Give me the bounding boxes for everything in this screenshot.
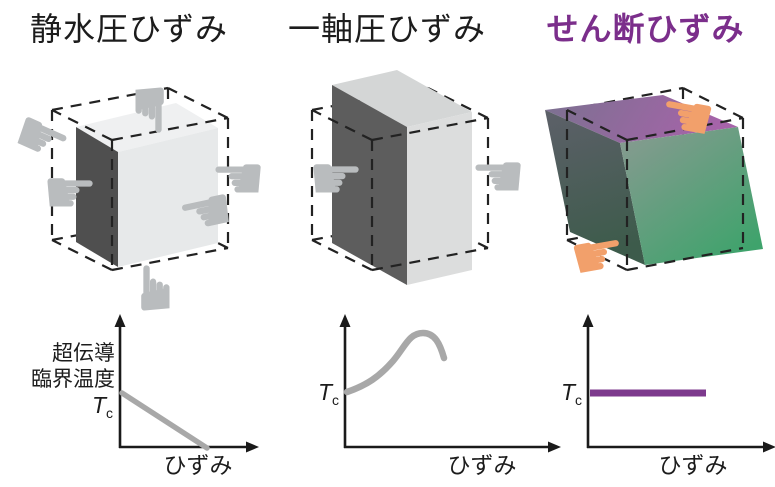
tc-tick-label: Tc [561,379,582,408]
box-top-face [332,70,472,127]
dashed-reference-cube-front [310,109,490,272]
y-axis-arrow [339,314,351,327]
chart-shear: Tc ひずみ [561,314,775,478]
tc-symbol: T [92,392,108,418]
cube-left-face [76,127,118,267]
chart-hydrostatic: 超伝導 臨界温度 Tc ひずみ [31,314,259,478]
y-axis-arrow [114,314,126,327]
hand-icon-top-right: ☚ [653,75,720,157]
x-axis-label: ひずみ [448,452,517,478]
tc-tick-label: Tc [318,379,339,408]
dashed-edge [51,86,169,112]
tc-curve-dome [343,329,448,396]
shear-top-face [545,95,738,143]
hand-icon-top: ☛ [114,82,187,138]
chart-uniaxial: Tc ひずみ [318,314,561,478]
panel-hydrostatic-cube: ☛ ☛ ☛ ☚ ☚ ☛ [2,82,266,316]
dashed-edge [626,246,744,272]
y-axis-label-line2: 臨界温度 [31,368,115,391]
title-uniaxial-strain: 一軸圧ひずみ [287,11,486,47]
tc-symbol: T [318,379,334,405]
shear-left-face [545,110,645,265]
dashed-reference-cube-front [565,109,745,272]
sheared-cube [545,95,763,265]
box-left-face [332,85,407,285]
y-axis-label-line1: 超伝導 [52,342,115,365]
hand-icon-bottom-left: ☛ [564,214,631,296]
x-axis-arrow [246,441,259,453]
hydrostatic-cube [76,103,218,267]
tc-subscript: c [332,392,339,408]
dashed-edge [111,116,229,142]
box-right-face [407,112,472,285]
x-axis-arrow [548,441,561,453]
dashed-edge [371,116,489,142]
x-axis-label: ひずみ [659,452,728,478]
y-axis-arrow [582,314,594,327]
panel-uniaxial-cube: ☛ ☚ [308,70,526,285]
tc-curve-decreasing [119,390,210,451]
dashed-edge [626,116,744,142]
tc-subscript: c [106,405,113,421]
tc-tick-label: Tc [92,392,113,421]
panel-shear-cube: ☚ ☛ [545,75,763,296]
title-hydrostatic-strain: 静水圧ひずみ [29,11,228,47]
dashed-edge [111,246,229,272]
tc-subscript: c [575,392,582,408]
dashed-edge [371,246,489,272]
tc-symbol: T [561,379,577,405]
uniaxial-box [332,70,472,285]
hand-icon-bottom: ☛ [119,260,192,316]
cube-right-face [118,128,218,267]
hand-icon-right: ☚ [470,140,526,213]
title-shear-strain: せん断ひずみ [546,11,745,47]
hand-icon-mid-left: ☛ [42,156,98,229]
hand-icon-mid-right: ☚ [210,142,266,215]
x-axis-arrow [763,441,775,453]
shear-front-face [620,127,763,265]
dashed-reference-cube-front [50,109,230,272]
hand-icon-left: ☛ [308,142,364,215]
x-axis-label: ひずみ [164,452,233,478]
